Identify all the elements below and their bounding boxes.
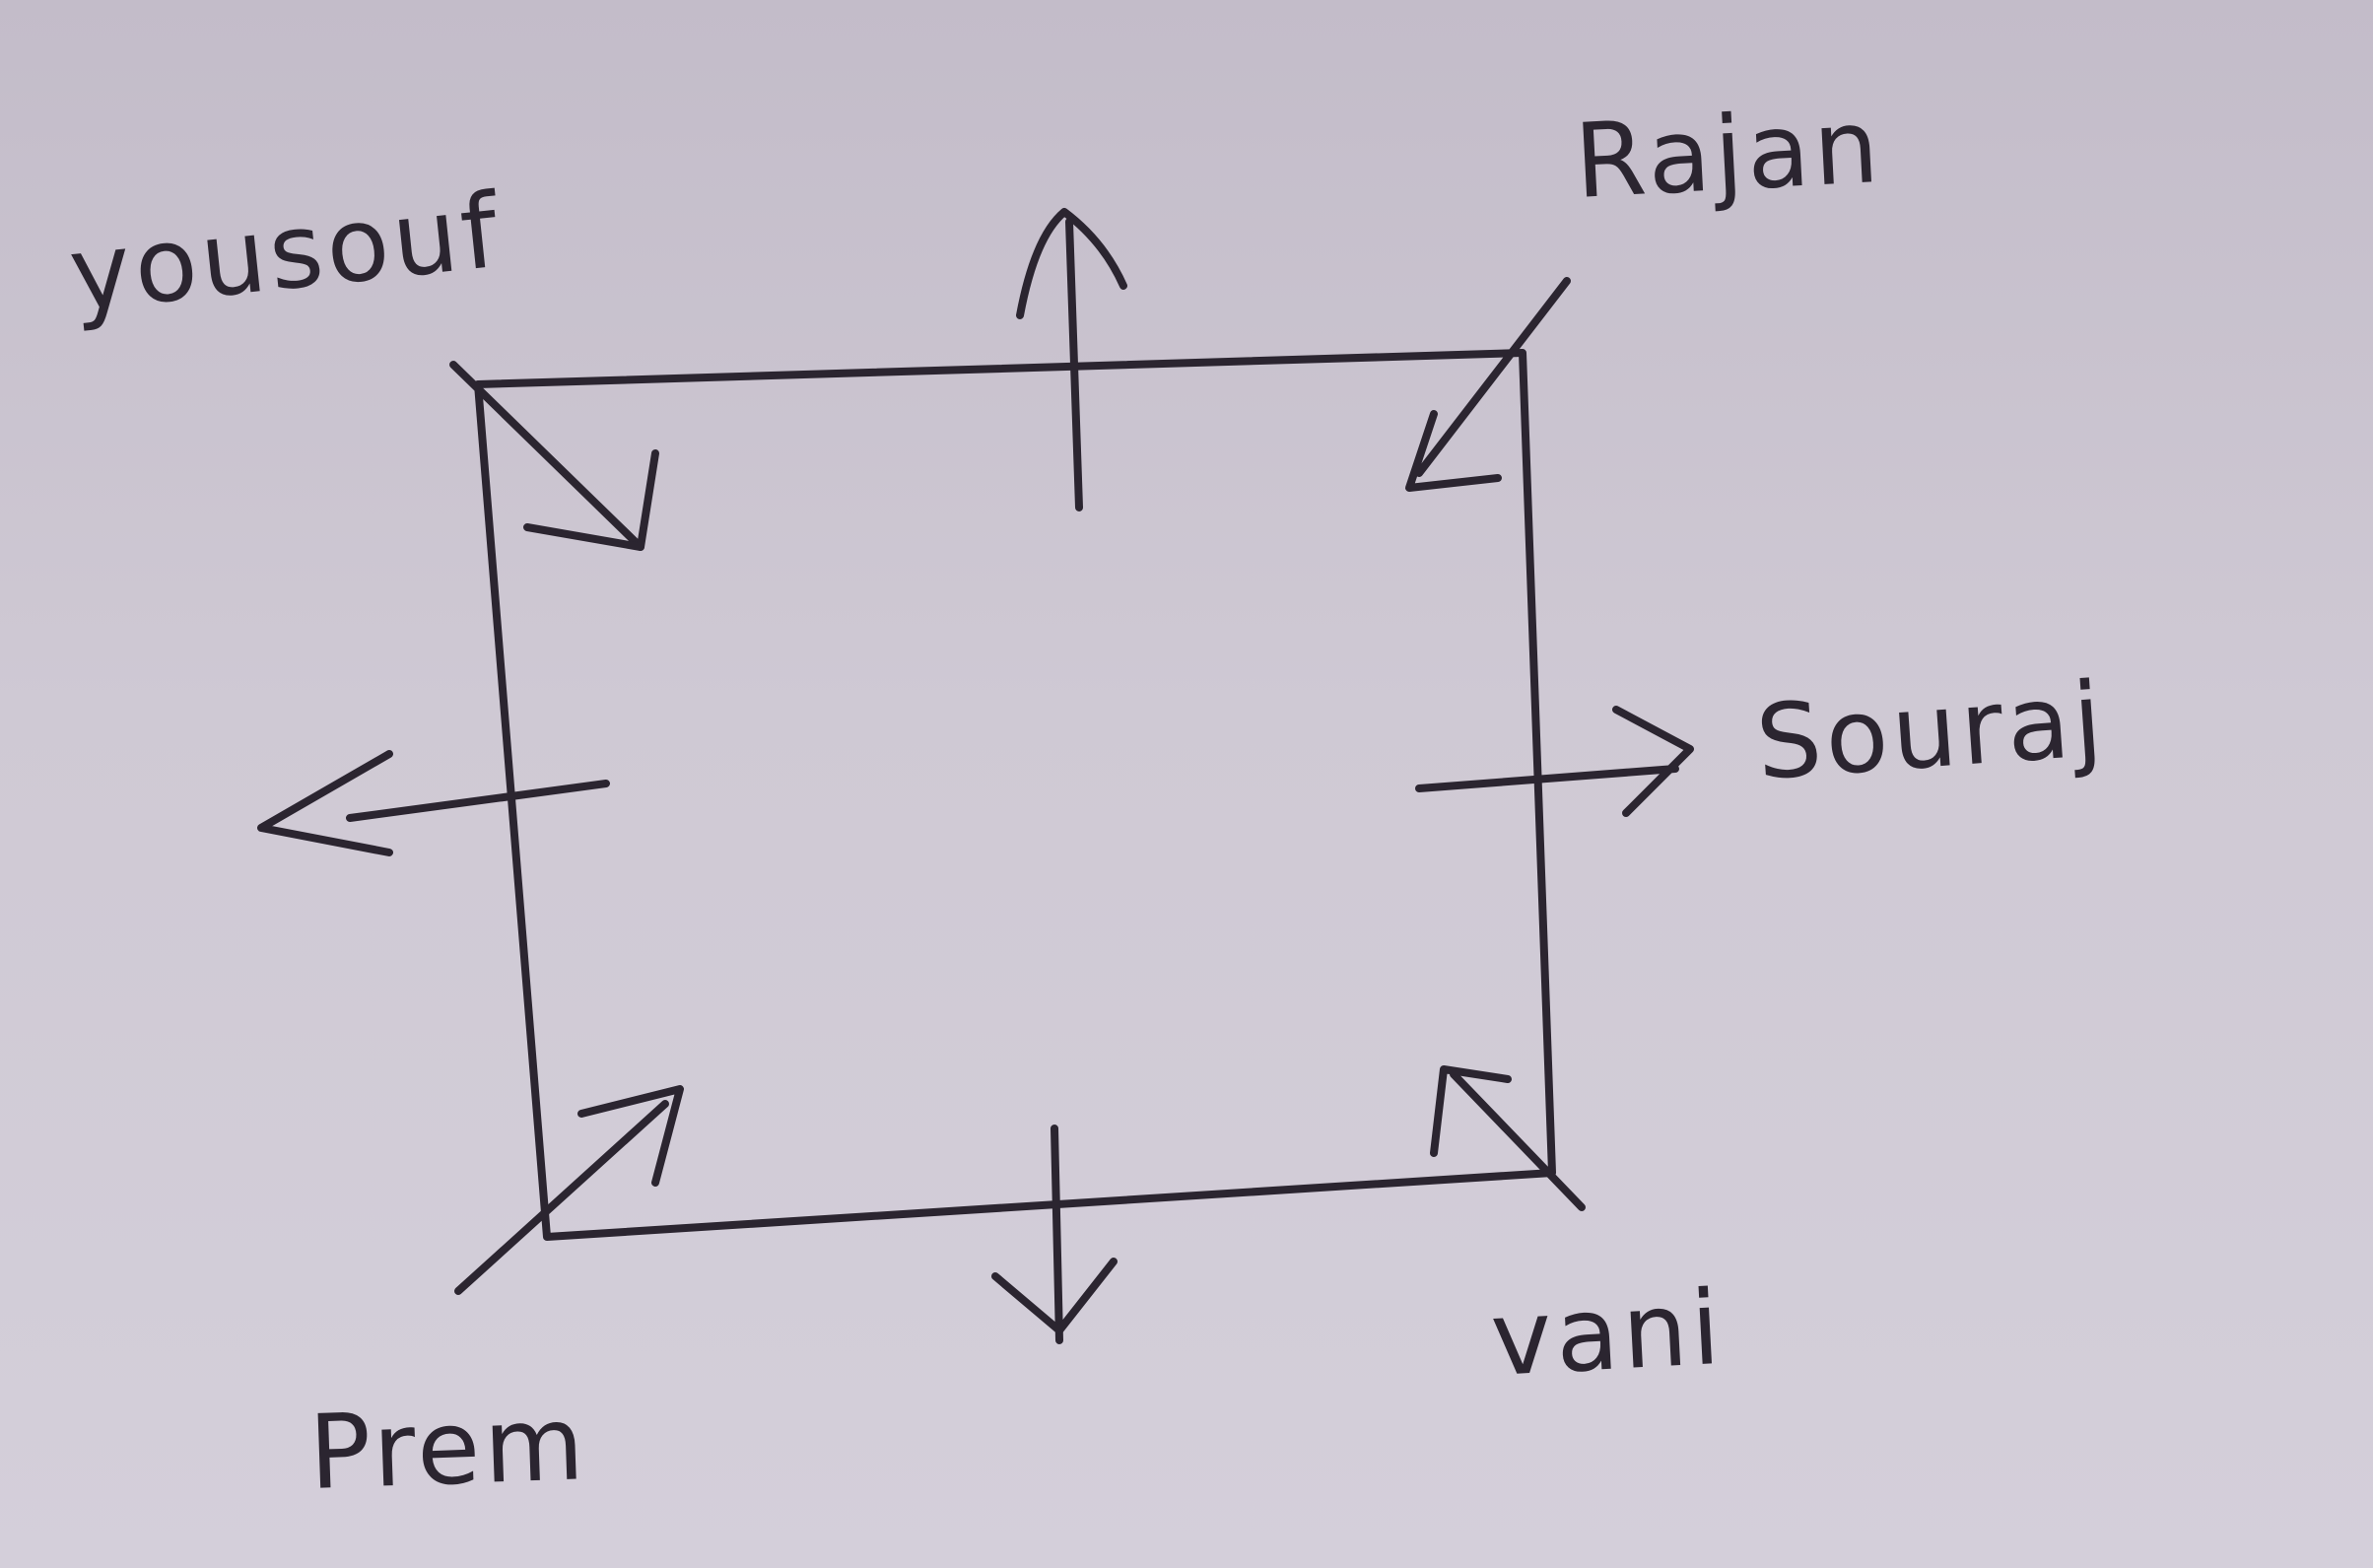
bottom-left-arrow-shaft — [454, 1100, 669, 1295]
label-yousouf: yousouf — [64, 170, 508, 335]
top-right-arrow-shaft — [1415, 277, 1571, 477]
top-right-corner-arrow — [1405, 277, 1571, 492]
top-left-arrow-shaft — [449, 361, 644, 551]
top-left-arrow-head — [523, 449, 659, 551]
bottom-right-arrow-shaft — [1450, 1070, 1586, 1211]
label-souraj: Souraj — [1752, 658, 2110, 802]
square-outline — [474, 349, 1556, 1241]
bottom-right-corner-arrow — [1430, 1065, 1586, 1211]
left-edge-arrow — [257, 750, 610, 856]
right-arrow-head — [1612, 706, 1694, 817]
label-rajan: Rajan — [1572, 86, 1885, 222]
top-arrow-head — [1016, 208, 1127, 319]
left-arrow-shaft — [346, 780, 610, 822]
top-edge-arrow — [1016, 208, 1127, 511]
right-arrow-shaft — [1415, 765, 1679, 792]
left-arrow-head — [257, 750, 393, 856]
bottom-edge-arrow — [991, 1125, 1118, 1344]
bottom-left-corner-arrow — [454, 1085, 684, 1295]
bottom-right-arrow-head — [1430, 1065, 1512, 1157]
top-left-corner-arrow — [449, 361, 659, 551]
bottom-arrow-head — [991, 1258, 1118, 1334]
right-edge-arrow — [1415, 706, 1694, 817]
bottom-left-arrow-head — [577, 1085, 684, 1187]
bottom-arrow-shaft — [1051, 1125, 1063, 1344]
top-arrow-shaft — [1065, 218, 1083, 511]
top-right-arrow-head — [1405, 410, 1502, 492]
label-vani: vani — [1488, 1267, 1727, 1399]
label-prem: Prem — [307, 1383, 590, 1513]
